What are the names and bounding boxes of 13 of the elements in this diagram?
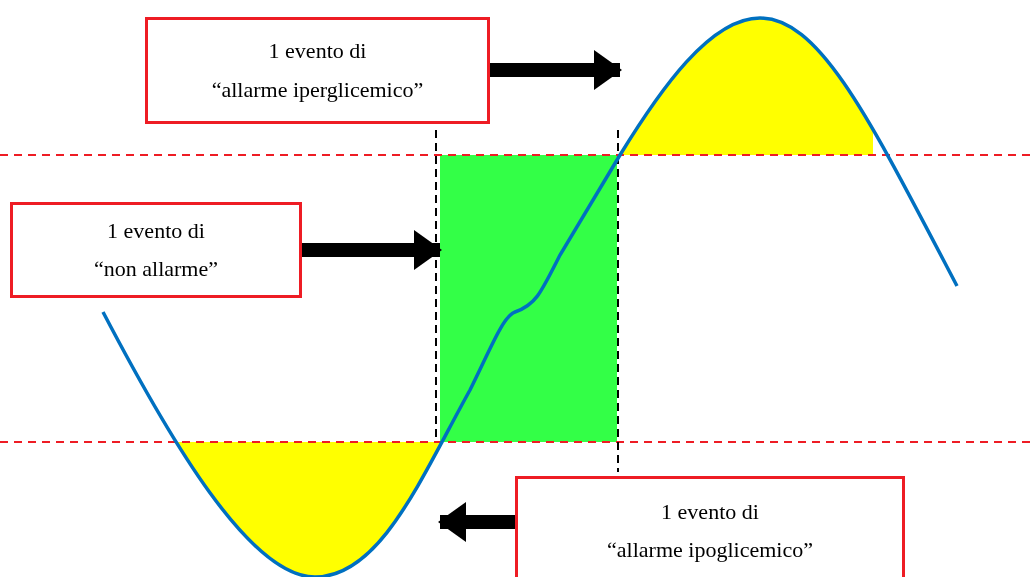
arrow [302, 230, 442, 270]
callout-text: “allarme ipoglicemico” [607, 538, 813, 563]
arrow [490, 50, 622, 90]
callout-text: 1 evento di [107, 218, 205, 243]
callout-box [10, 202, 302, 298]
callout-text: 1 evento di [268, 39, 367, 64]
callout-text: 1 evento di [661, 499, 759, 524]
callout-box [515, 476, 905, 577]
callout-box [145, 17, 490, 124]
callout-text: “allarme iperglicemico” [211, 77, 424, 102]
arrow [438, 502, 515, 542]
shaded-rectangle [440, 155, 617, 442]
callout-text: “non allarme” [94, 257, 218, 282]
